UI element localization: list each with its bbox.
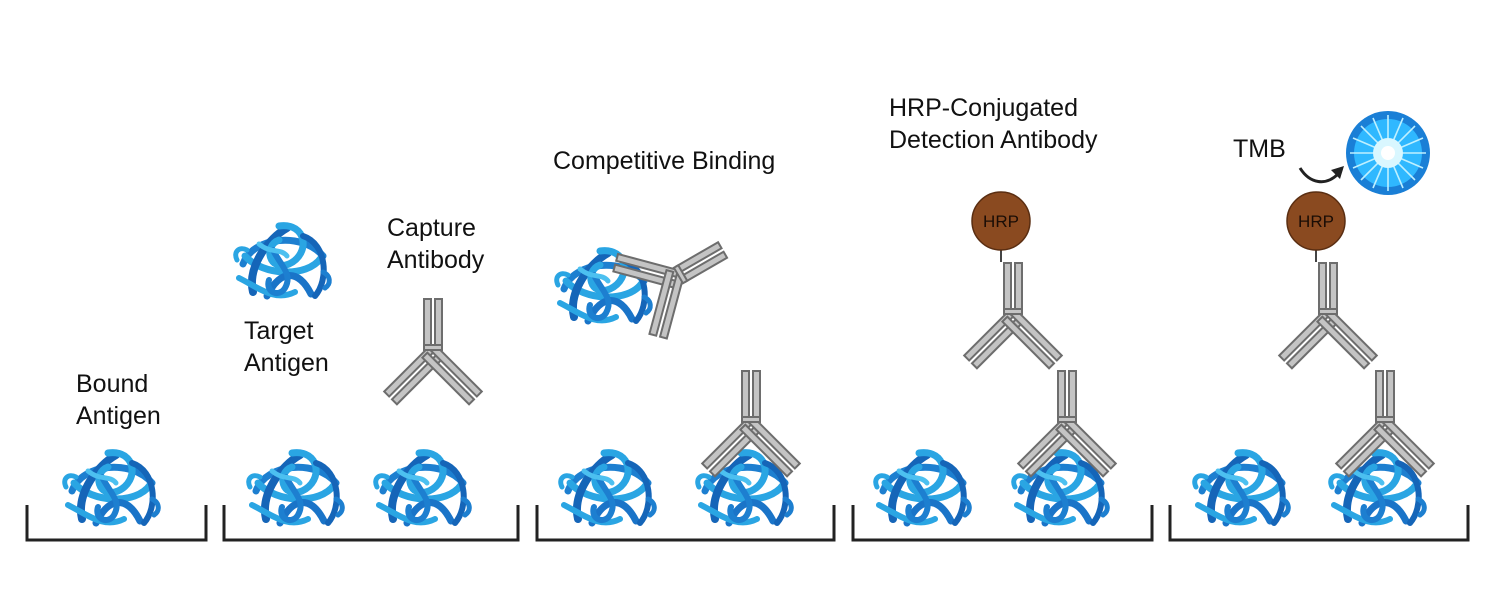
- bound-antigen-icon: [561, 453, 655, 523]
- hrp-label: HRP: [983, 212, 1019, 231]
- capture-antibody-icon: [383, 298, 483, 406]
- competitive-binding-label: Competitive Binding: [553, 147, 776, 175]
- competitive-antibody-icon: [606, 206, 748, 346]
- well-3: [535, 505, 836, 542]
- bound-antigen-icon: [876, 453, 970, 523]
- hrp-label: HRP: [1298, 212, 1334, 231]
- well-2: [222, 505, 520, 542]
- tmb-arrow-icon: [1298, 167, 1340, 184]
- well-1: [25, 505, 208, 542]
- well-4: [851, 505, 1154, 542]
- detection-antibody-icon: [963, 262, 1063, 370]
- hrp-bead-icon: [1286, 191, 1346, 251]
- target-antigen-icon: [236, 226, 330, 296]
- detection-antibody-icon: [1278, 262, 1378, 370]
- well-5: [1168, 505, 1470, 542]
- bound-antibody-icon: [1017, 370, 1117, 478]
- bound-antibody-icon: [1335, 370, 1435, 478]
- bound-antigen-icon: [249, 453, 343, 523]
- hrp-detection-label: HRP-Conjugated Detection Antibody: [889, 94, 1098, 154]
- bound-antigen-icon: [65, 453, 159, 523]
- bound-antigen-icon: [1195, 453, 1289, 523]
- capture-antibody-label: Capture Antibody: [387, 214, 485, 274]
- bound-antigen-icon: [376, 453, 470, 523]
- tmb-label: TMB: [1233, 135, 1286, 163]
- bound-antibody-icon: [701, 370, 801, 478]
- hrp-bead-icon: [971, 191, 1031, 251]
- target-antigen-label: Target Antigen: [244, 317, 329, 377]
- bound-antigen-label: Bound Antigen: [76, 370, 161, 430]
